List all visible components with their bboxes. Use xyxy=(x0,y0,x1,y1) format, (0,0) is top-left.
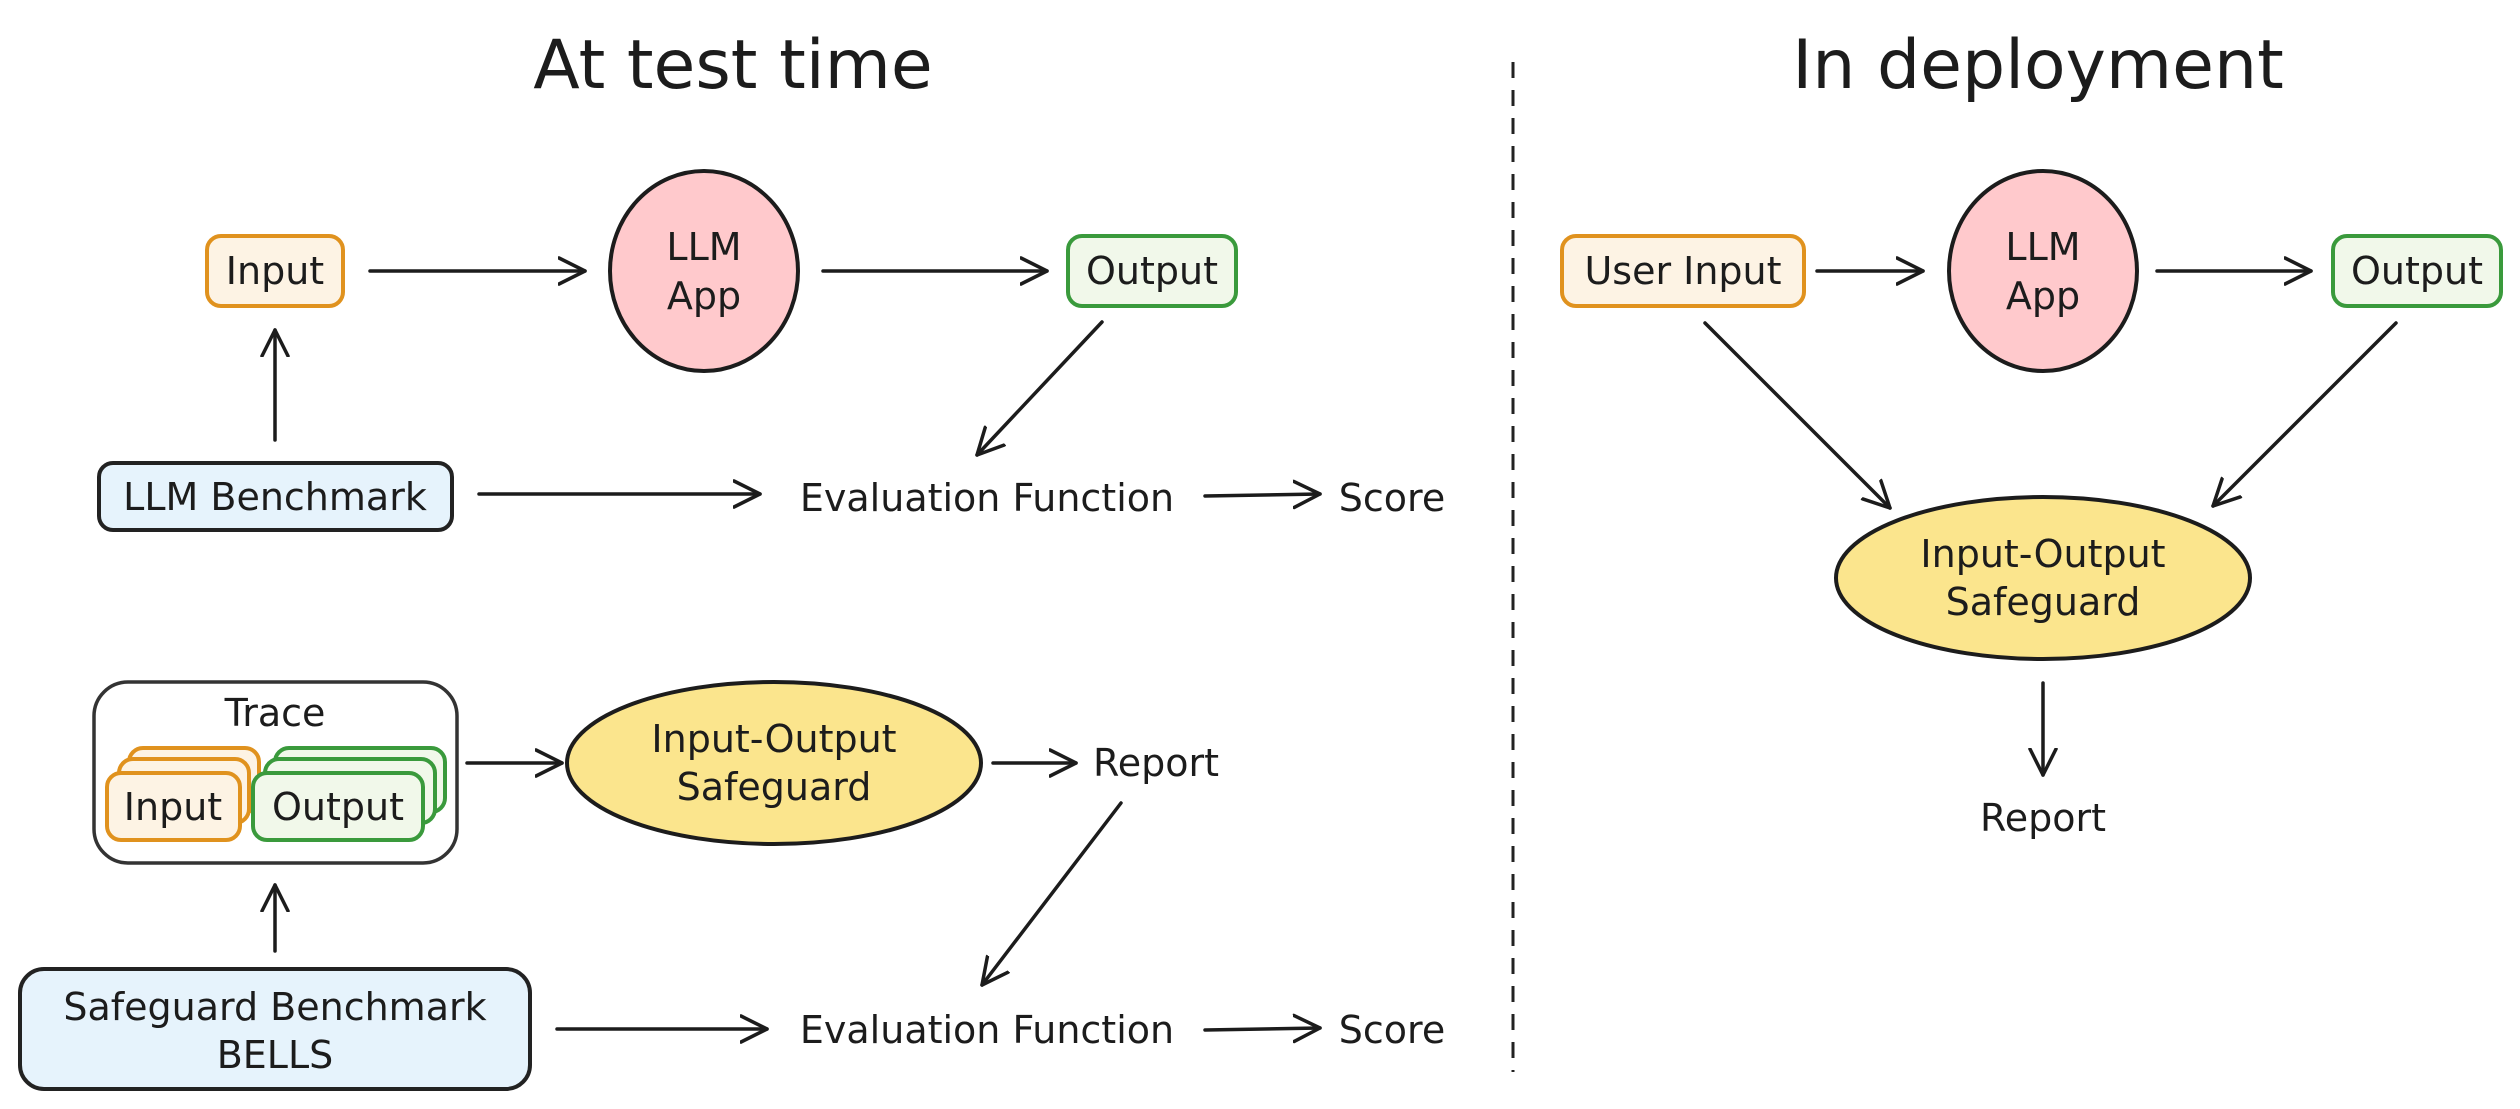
llm-benchmark-label: LLM Benchmark xyxy=(123,475,427,519)
user-input-node: User Input xyxy=(1560,234,1806,308)
safeguard-test-label-line2: Safeguard xyxy=(677,765,872,809)
user-input-box xyxy=(1560,234,1806,308)
llm-app-deploy-label-line1: LLM xyxy=(2005,225,2080,269)
output-node-deploy: Output xyxy=(2331,234,2503,308)
input-label: Input xyxy=(226,249,324,293)
arrow-output-to-evaluation xyxy=(975,320,1104,457)
output-node: Output xyxy=(1066,234,1238,308)
llm-app-node: LLM App xyxy=(608,169,800,373)
arrow-evaluation-to-score-bottom xyxy=(1203,1028,1322,1030)
arrow-evaluation-to-score-top xyxy=(1203,494,1322,496)
safeguard-deploy-label-line2: Safeguard xyxy=(1946,580,2141,624)
title-test-time: At test time xyxy=(533,26,932,105)
safeguard-node-test: Input-Output Safeguard xyxy=(565,680,983,846)
safeguard-ellipse-deploy xyxy=(1834,495,2252,661)
evaluation-function-label-bottom: Evaluation Function xyxy=(800,1008,1174,1052)
llm-app-deploy-label-line2: App xyxy=(2006,274,2080,318)
safeguard-test-label-line1: Input-Output xyxy=(651,717,896,761)
arrow-user-input-to-safeguard xyxy=(1703,321,1892,510)
input-box xyxy=(205,234,345,308)
safeguard-deploy-label-line1: Input-Output xyxy=(1920,532,2165,576)
llm-app-circle-deploy xyxy=(1947,169,2139,373)
safeguard-ellipse-test xyxy=(565,680,983,846)
llm-app-label-line1: LLM xyxy=(666,225,741,269)
llm-app-circle xyxy=(608,169,800,373)
trace-output-card xyxy=(251,771,425,842)
evaluation-function-label-top: Evaluation Function xyxy=(800,476,1174,520)
llm-benchmark-node: LLM Benchmark xyxy=(97,461,454,532)
user-input-label: User Input xyxy=(1584,249,1781,293)
safeguard-node-deploy: Input-Output Safeguard xyxy=(1834,495,2252,661)
score-label-bottom: Score xyxy=(1339,1008,1445,1052)
trace-input-label: Input xyxy=(124,785,222,829)
llm-app-node-deploy: LLM App xyxy=(1947,169,2139,373)
safeguard-benchmark-node: Safeguard Benchmark BELLS xyxy=(18,967,532,1091)
score-label-top: Score xyxy=(1339,476,1445,520)
llm-benchmark-box xyxy=(97,461,454,532)
arrow-report-to-evaluation xyxy=(980,801,1123,987)
safeguard-benchmark-box xyxy=(18,967,532,1091)
report-label-deploy: Report xyxy=(1980,796,2106,840)
trace-output-label: Output xyxy=(272,785,404,829)
output-box xyxy=(1066,234,1238,308)
input-node: Input xyxy=(205,234,345,308)
safeguard-benchmark-label-line1: Safeguard Benchmark xyxy=(63,985,486,1029)
trace-label: Trace xyxy=(224,691,326,735)
llm-app-label-line2: App xyxy=(667,274,741,318)
output-box-deploy xyxy=(2331,234,2503,308)
title-deployment: In deployment xyxy=(1792,26,2284,105)
report-label-test: Report xyxy=(1093,741,1219,785)
trace-node: Trace Input Output xyxy=(92,680,459,865)
safeguard-benchmark-label-line2: BELLS xyxy=(217,1033,334,1077)
trace-input-card xyxy=(105,771,242,842)
output-deploy-label: Output xyxy=(2351,249,2483,293)
output-label: Output xyxy=(1086,249,1218,293)
arrow-output-to-safeguard xyxy=(2211,321,2398,508)
